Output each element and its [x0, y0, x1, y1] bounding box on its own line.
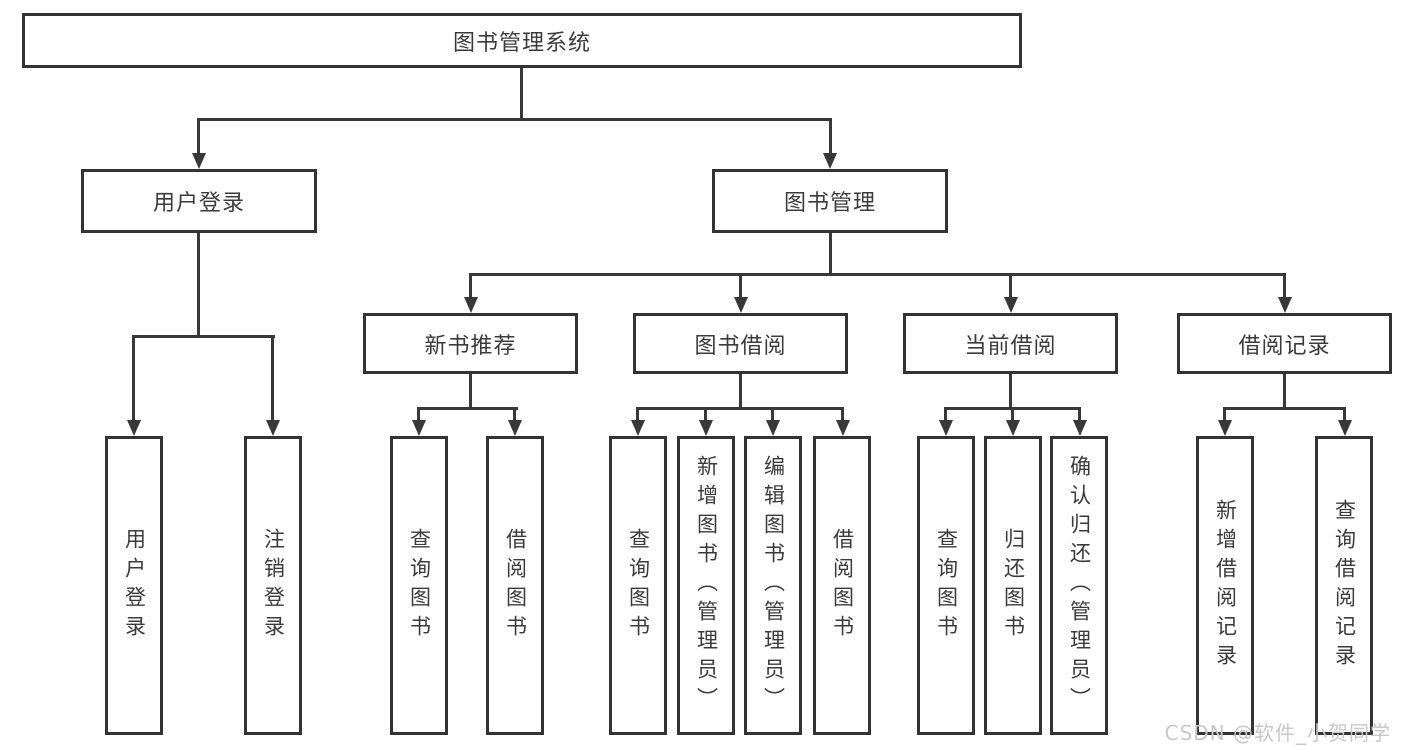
connector-line: [1078, 407, 1081, 423]
leaf-label: 借阅图书: [830, 527, 855, 644]
root-node-label: 图书管理系统: [452, 30, 591, 56]
connector-line: [771, 407, 774, 423]
leaf-node-user-login: 用户登录: [105, 436, 163, 735]
connector-line: [829, 118, 832, 156]
connector-line: [520, 68, 523, 121]
connector-line: [1283, 374, 1286, 410]
connector-line: [1223, 407, 1226, 423]
connector-line: [1283, 273, 1286, 301]
leaf-node-confirm-return-admin: 确认归还（管理员）: [1050, 436, 1108, 735]
node-book-borrow-label: 图书借阅: [694, 333, 787, 359]
arrowhead-icon: [631, 420, 645, 436]
node-borrow-records-label: 借阅记录: [1238, 333, 1331, 359]
connector-line: [271, 335, 274, 423]
connector-line: [1009, 374, 1012, 410]
arrowhead-icon: [734, 297, 748, 313]
arrowhead-icon: [266, 420, 280, 436]
leaf-node-logout: 注销登录: [244, 436, 302, 735]
arrowhead-icon: [1006, 420, 1020, 436]
arrowhead-icon: [1004, 297, 1018, 313]
connector-line: [132, 335, 135, 423]
arrowhead-icon: [1278, 297, 1292, 313]
leaf-label: 归还图书: [1001, 527, 1026, 644]
arrowhead-icon: [766, 420, 780, 436]
connector-line: [469, 273, 1286, 276]
arrowhead-icon: [412, 420, 426, 436]
leaf-node-add-books-admin: 新增图书（管理员）: [677, 436, 735, 735]
connector-line: [829, 233, 832, 276]
arrowhead-icon: [464, 297, 478, 313]
arrowhead-icon: [836, 420, 850, 436]
leaf-label: 确认归还（管理员）: [1067, 455, 1092, 716]
connector-line: [417, 407, 420, 423]
leaf-label: 查询图书: [407, 527, 432, 644]
connector-line: [513, 407, 516, 423]
arrowhead-icon: [508, 420, 522, 436]
leaf-node-query-books-1: 查询图书: [390, 436, 448, 735]
connector-line: [636, 407, 639, 423]
connector-line: [704, 407, 707, 423]
connector-line: [841, 407, 844, 423]
leaf-node-edit-books-admin: 编辑图书（管理员）: [744, 436, 802, 735]
connector-line: [636, 407, 844, 410]
leaf-label: 查询借阅记录: [1332, 498, 1357, 673]
node-book-management-label: 图书管理: [783, 191, 876, 216]
connector-line: [944, 407, 947, 423]
connector-line: [132, 335, 275, 338]
arrowhead-icon: [1073, 420, 1087, 436]
node-borrow-records: 借阅记录: [1177, 313, 1392, 374]
leaf-node-query-books-2: 查询图书: [609, 436, 667, 735]
connector-line: [469, 273, 472, 301]
connector-line: [197, 118, 200, 156]
node-current-borrow-label: 当前借阅: [964, 333, 1057, 359]
connector-line: [1011, 407, 1014, 423]
leaf-label: 用户登录: [122, 527, 147, 644]
arrowhead-icon: [939, 420, 953, 436]
watermark: CSDN @软件_小贺同学: [1164, 721, 1391, 745]
leaf-node-query-borrow-record: 查询借阅记录: [1315, 436, 1373, 735]
leaf-node-borrow-books-2: 借阅图书: [813, 436, 871, 735]
connector-line: [739, 374, 742, 410]
arrowhead-icon: [699, 420, 713, 436]
node-current-borrow: 当前借阅: [903, 313, 1118, 374]
connector-line: [1343, 407, 1346, 423]
node-new-book-recommend-label: 新书推荐: [424, 333, 517, 359]
connector-line: [469, 374, 472, 410]
leaf-node-borrow-books-1: 借阅图书: [486, 436, 544, 735]
leaf-label: 查询图书: [626, 527, 651, 644]
leaf-node-add-borrow-record: 新增借阅记录: [1196, 436, 1254, 735]
arrowhead-icon: [823, 153, 837, 169]
node-book-borrow: 图书借阅: [633, 313, 848, 374]
root-node-library-system: 图书管理系统: [22, 13, 1022, 68]
node-book-management: 图书管理: [712, 169, 948, 233]
connector-line: [1009, 273, 1012, 301]
leaf-label: 借阅图书: [503, 527, 528, 644]
connector-line: [739, 273, 742, 301]
leaf-label: 新增图书（管理员）: [694, 455, 719, 716]
leaf-node-query-books-3: 查询图书: [917, 436, 975, 735]
arrowhead-icon: [1218, 420, 1232, 436]
leaf-label: 注销登录: [261, 527, 286, 644]
node-user-login-label: 用户登录: [152, 191, 245, 216]
arrowhead-icon: [1338, 420, 1352, 436]
connector-line: [197, 118, 832, 121]
arrowhead-icon: [192, 153, 206, 169]
leaf-label: 查询图书: [934, 527, 959, 644]
connector-line: [197, 233, 200, 338]
connector-line: [417, 407, 518, 410]
leaf-node-return-books: 归还图书: [984, 436, 1042, 735]
node-user-login: 用户登录: [81, 169, 317, 233]
node-new-book-recommend: 新书推荐: [363, 313, 578, 374]
leaf-label: 编辑图书（管理员）: [761, 455, 786, 716]
arrowhead-icon: [127, 420, 141, 436]
leaf-label: 新增借阅记录: [1213, 498, 1238, 673]
connector-line: [1223, 407, 1346, 410]
